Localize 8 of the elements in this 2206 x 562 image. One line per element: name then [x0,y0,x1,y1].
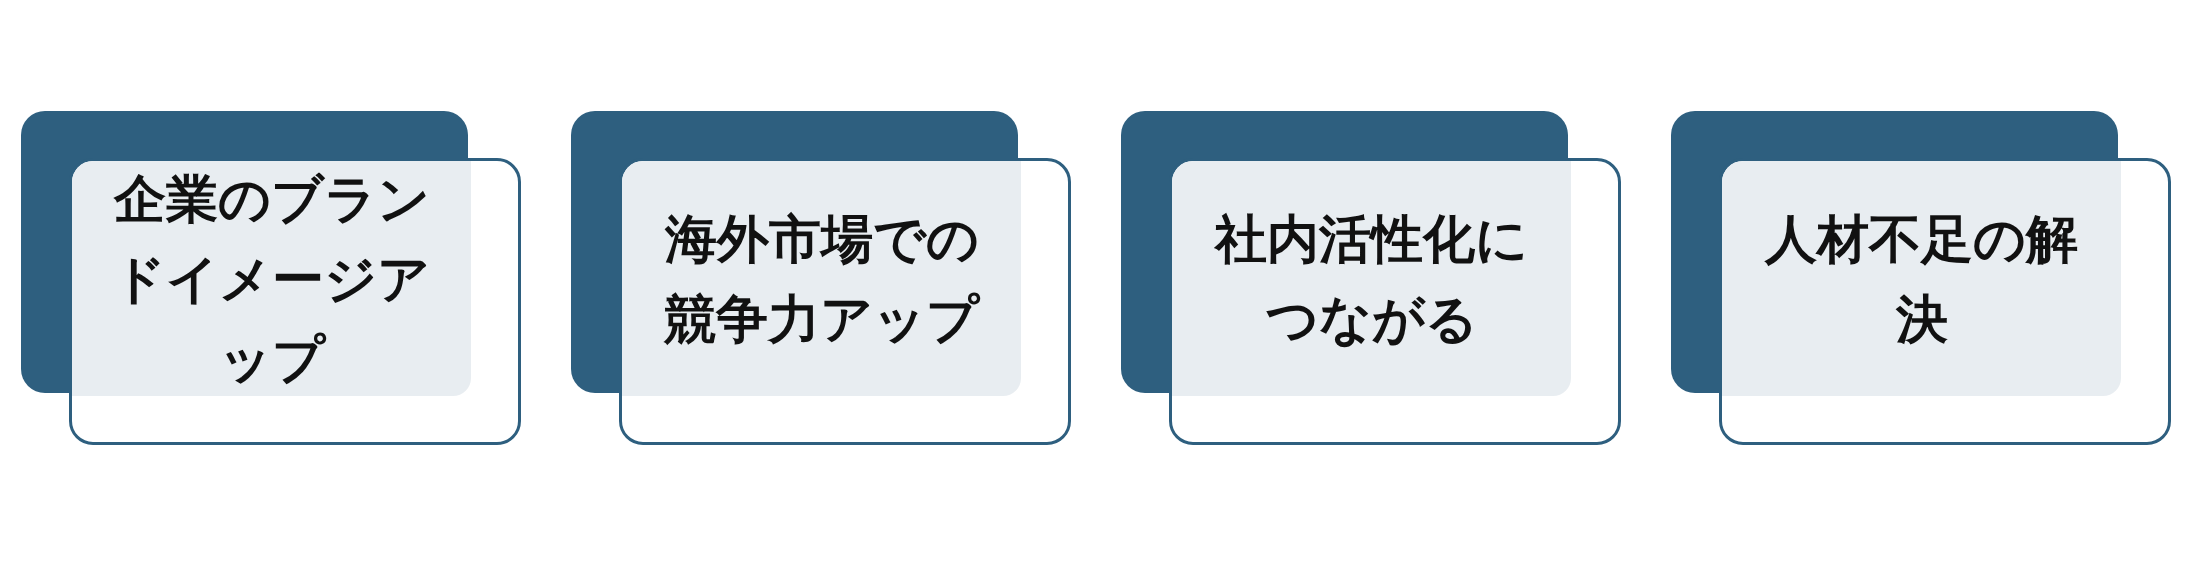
card-text: 社内活性化につながる [1213,207,1529,351]
text-box [69,158,521,445]
card-text: 人材不足の解決 [1763,207,2079,351]
text-box [619,158,1071,445]
text-box [1719,158,2171,445]
card-text: 企業のブランドイメージアップ [112,167,431,391]
text-box [1169,158,1621,445]
card-text: 海外市場での競争力アップ [663,207,982,351]
